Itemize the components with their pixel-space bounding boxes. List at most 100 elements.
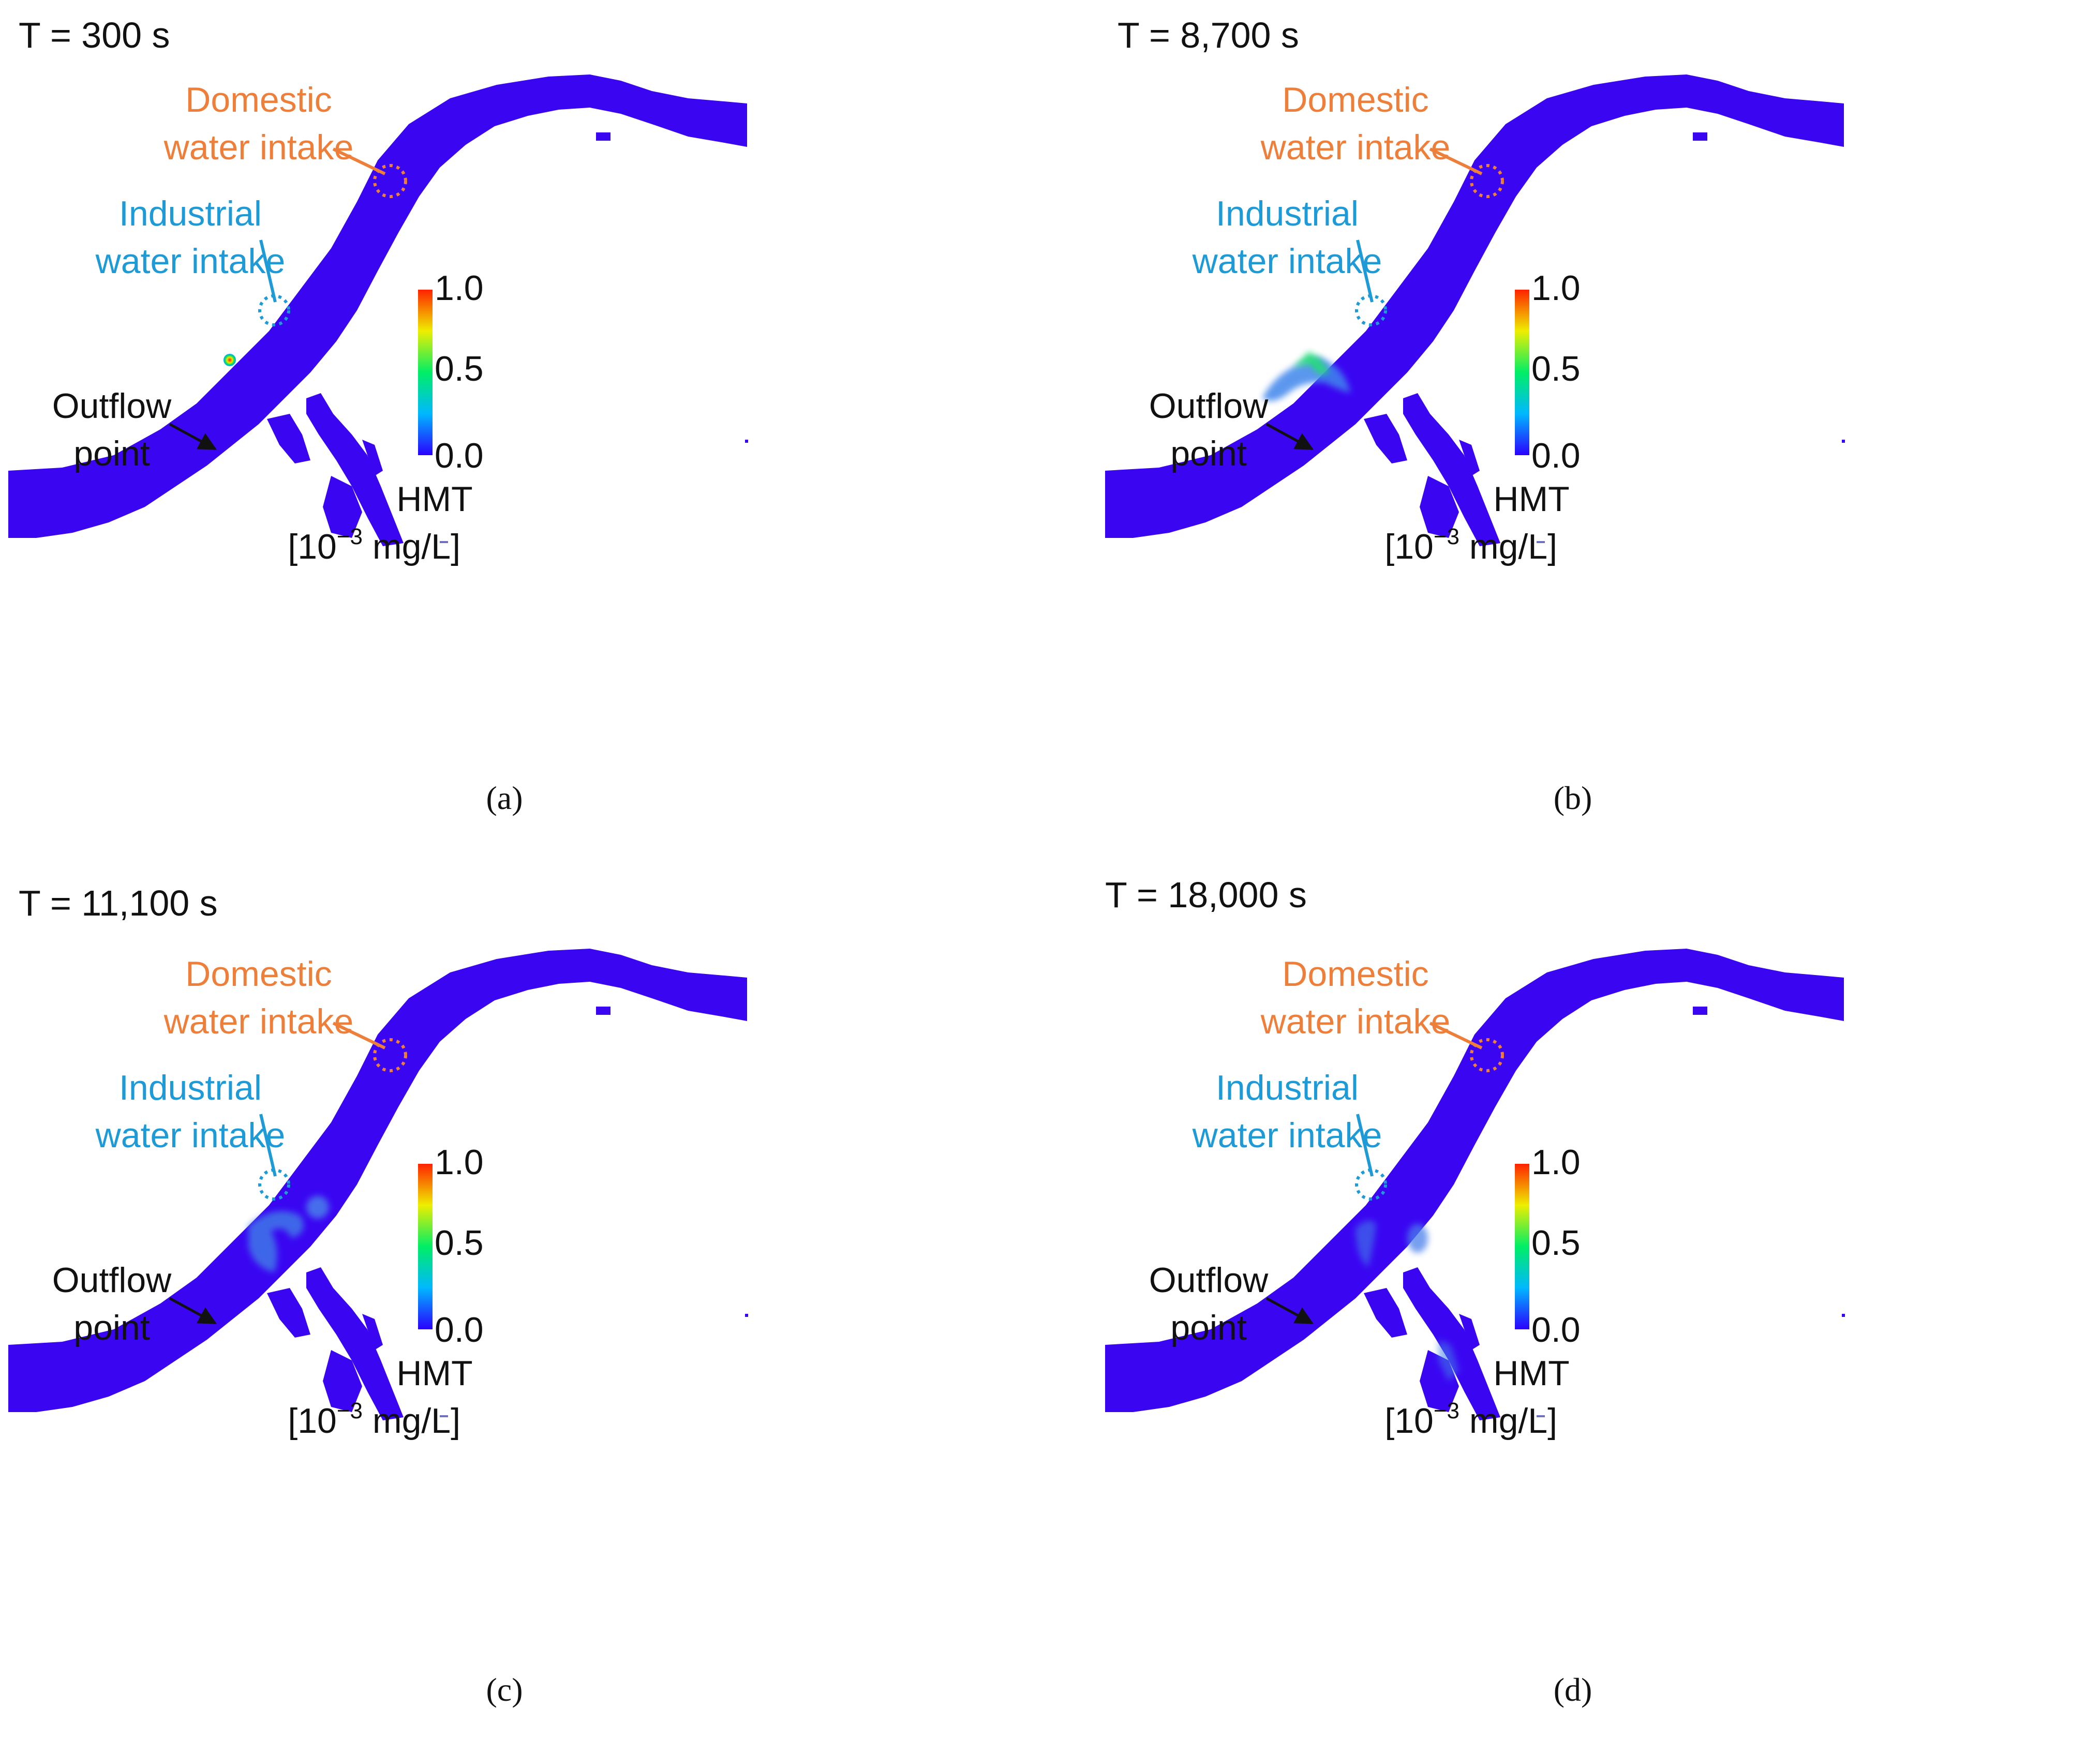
colorbar-tick-min: 0.0 xyxy=(435,1310,484,1350)
colorbar-unit: [10−3 mg/L] xyxy=(288,1398,460,1441)
plume-layer xyxy=(1262,352,1350,401)
industrial-leader-line xyxy=(259,1114,277,1177)
plume-cloud xyxy=(248,1211,304,1272)
domestic-label-line2: water intake xyxy=(163,1002,354,1041)
plume-layer xyxy=(1356,1220,1459,1381)
outflow-label-line1: Outflow xyxy=(52,386,172,426)
domestic-label-line1: Domestic xyxy=(185,954,332,994)
outflow-arrow xyxy=(169,1297,217,1325)
outflow-label-line1: Outflow xyxy=(52,1261,172,1300)
panel-caption: (b) xyxy=(1553,779,1592,816)
industrial-label-line1: Industrial xyxy=(119,194,262,233)
colorbar-tick-max: 1.0 xyxy=(1531,268,1581,308)
colorbar-tick-max: 1.0 xyxy=(1531,1143,1581,1182)
colorbar-title: HMT xyxy=(396,479,472,519)
outflow-arrow xyxy=(169,423,217,451)
panel-c: 1.0 0.5 0.0 HMT [10−3 mg/L] Domestic wat… xyxy=(0,874,1050,1739)
time-label: T = 18,000 s xyxy=(1105,875,1307,915)
panel-caption: (a) xyxy=(486,779,523,816)
plume-eddy xyxy=(306,1196,329,1219)
domestic-label-line1: Domestic xyxy=(1282,954,1428,994)
outflow-label-line2: point xyxy=(73,1308,150,1347)
outflow-label-line1: Outflow xyxy=(1149,386,1269,426)
panel-caption: (c) xyxy=(486,1671,523,1708)
panel-caption: (d) xyxy=(1553,1671,1592,1708)
outflow-arrow xyxy=(1265,423,1314,451)
industrial-label-line1: Industrial xyxy=(119,1068,262,1107)
colorbar-group: 1.0 0.5 0.0 HMT [10−3 mg/L] xyxy=(288,1143,483,1441)
time-label: T = 8,700 s xyxy=(1118,15,1299,55)
colorbar-group: 1.0 0.5 0.0 HMT [10−3 mg/L] xyxy=(1384,268,1580,566)
outflow-annotation: Outflow point xyxy=(1149,1261,1314,1347)
outflow-annotation: Outflow point xyxy=(52,1261,217,1347)
river-map: 1.0 0.5 0.0 HMT [10−3 mg/L] Domestic wat… xyxy=(1105,74,1845,566)
panel-d: 1.0 0.5 0.0 HMT [10−3 mg/L] Domestic wat… xyxy=(1097,874,2100,1739)
domestic-label-line1: Domestic xyxy=(185,80,332,119)
domestic-leader-line xyxy=(1429,147,1483,175)
outflow-label-line2: point xyxy=(1170,434,1247,473)
river-map: 1.0 0.5 0.0 HMT [10−3 mg/L] Domestic wat… xyxy=(8,74,748,566)
colorbar-tick-mid: 0.5 xyxy=(1531,349,1581,388)
outflow-annotation: Outflow point xyxy=(1149,386,1314,473)
colorbar-tick-mid: 0.5 xyxy=(435,1223,484,1263)
colorbar-tick-mid: 0.5 xyxy=(1531,1223,1581,1263)
industrial-intake-marker xyxy=(1355,1168,1387,1201)
plume-hotspot xyxy=(224,354,236,366)
industrial-label-line2: water intake xyxy=(1192,242,1382,281)
industrial-intake-annotation: Industrial water intake xyxy=(1192,1068,1387,1201)
domestic-leader-line xyxy=(332,147,386,175)
plume-cloud xyxy=(1356,1220,1376,1267)
plume-core xyxy=(1293,352,1330,374)
domestic-intake-marker xyxy=(373,164,407,198)
industrial-label-line1: Industrial xyxy=(1216,1068,1359,1107)
domestic-label-line2: water intake xyxy=(1260,1002,1451,1041)
industrial-leader-line xyxy=(259,239,277,303)
river-channel xyxy=(1105,949,1845,1420)
domestic-leader-line xyxy=(332,1022,386,1050)
industrial-label-line1: Industrial xyxy=(1216,194,1359,233)
plume-layer xyxy=(224,354,236,366)
colorbar xyxy=(1515,290,1529,455)
colorbar-title: HMT xyxy=(1493,479,1569,519)
domestic-intake-annotation: Domestic water intake xyxy=(163,954,407,1072)
plume-tributary xyxy=(1438,1340,1459,1381)
river-map: 1.0 0.5 0.0 HMT [10−3 mg/L] Domestic wat… xyxy=(1105,949,1845,1441)
outflow-annotation: Outflow point xyxy=(52,386,217,473)
industrial-intake-annotation: Industrial water intake xyxy=(95,194,290,326)
domestic-intake-marker xyxy=(373,1038,407,1072)
colorbar xyxy=(1515,1164,1529,1329)
industrial-intake-marker xyxy=(258,1168,290,1201)
river-channel xyxy=(1105,74,1845,546)
panel-b: 1.0 0.5 0.0 HMT [10−3 mg/L] Domestic wat… xyxy=(1097,0,2100,865)
colorbar-group: 1.0 0.5 0.0 HMT [10−3 mg/L] xyxy=(1384,1143,1580,1441)
domestic-intake-annotation: Domestic water intake xyxy=(1260,80,1504,198)
time-label: T = 300 s xyxy=(19,15,170,55)
colorbar-tick-max: 1.0 xyxy=(435,1143,484,1182)
industrial-intake-marker xyxy=(258,294,290,326)
colorbar-unit: [10−3 mg/L] xyxy=(1384,524,1557,566)
colorbar xyxy=(418,290,433,455)
river-map: 1.0 0.5 0.0 HMT [10−3 mg/L] Domestic wat… xyxy=(8,949,748,1441)
colorbar-title: HMT xyxy=(396,1354,472,1393)
industrial-leader-line xyxy=(1356,1114,1374,1177)
industrial-label-line2: water intake xyxy=(1192,1116,1382,1155)
colorbar-group: 1.0 0.5 0.0 HMT [10−3 mg/L] xyxy=(288,268,483,566)
domestic-label-line1: Domestic xyxy=(1282,80,1428,119)
colorbar xyxy=(418,1164,433,1329)
domestic-intake-marker xyxy=(1470,164,1504,198)
outflow-label-line2: point xyxy=(1170,1308,1247,1347)
industrial-label-line2: water intake xyxy=(95,1116,286,1155)
colorbar-tick-mid: 0.5 xyxy=(435,349,484,388)
colorbar-unit: [10−3 mg/L] xyxy=(288,524,460,566)
outflow-label-line2: point xyxy=(73,434,150,473)
industrial-intake-annotation: Industrial water intake xyxy=(95,1068,290,1201)
industrial-leader-line xyxy=(1356,239,1374,303)
outflow-arrow xyxy=(1265,1297,1314,1325)
colorbar-unit: [10−3 mg/L] xyxy=(1384,1398,1557,1441)
colorbar-tick-min: 0.0 xyxy=(435,436,484,475)
colorbar-tick-max: 1.0 xyxy=(435,268,484,308)
plume-layer xyxy=(248,1196,329,1272)
time-label: T = 11,100 s xyxy=(19,883,218,923)
industrial-intake-annotation: Industrial water intake xyxy=(1192,194,1387,326)
domestic-intake-annotation: Domestic water intake xyxy=(163,80,407,198)
